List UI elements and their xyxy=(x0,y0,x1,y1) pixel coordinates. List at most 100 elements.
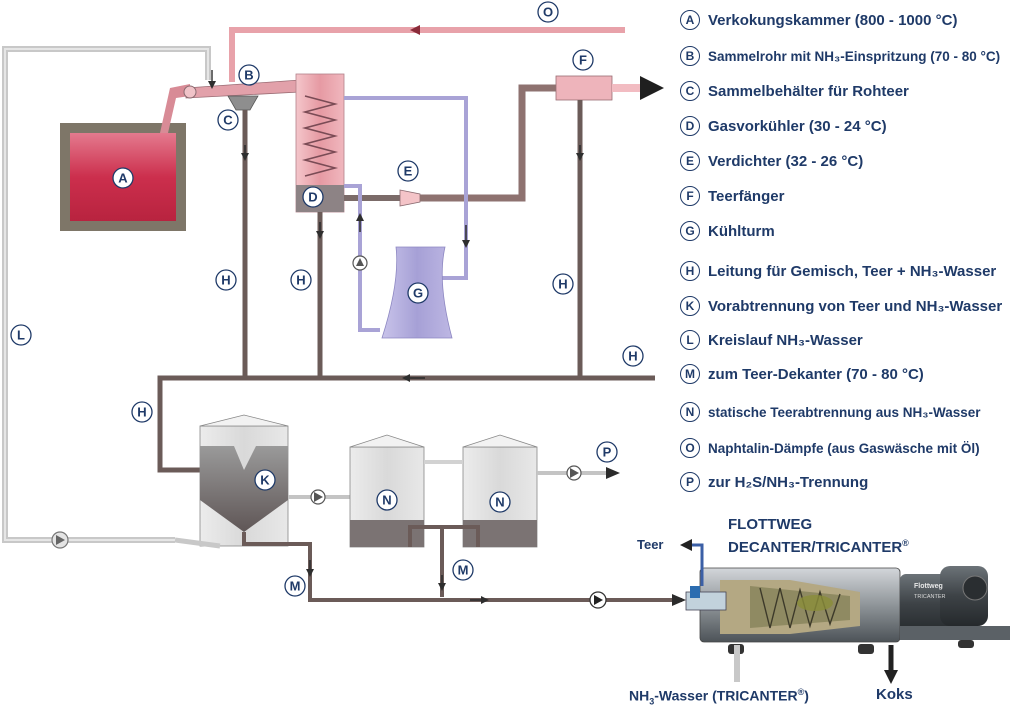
legend-badge: G xyxy=(680,221,700,241)
legend-badge: E xyxy=(680,151,700,171)
decanter-title: FLOTTWEG DECANTER/TRICANTER® xyxy=(728,516,909,557)
legend-text: Teerfänger xyxy=(708,187,785,205)
diagram-label-m2: M xyxy=(452,559,474,581)
legend-text: Sammelbehälter für Rohteer xyxy=(708,82,909,100)
svg-text:H: H xyxy=(137,405,146,420)
diagram-label-b: B xyxy=(238,64,260,86)
legend-item-l: L Kreislauf NH₃-Wasser xyxy=(680,327,863,353)
cooling-water-circuit xyxy=(344,96,470,332)
diagram-label-k: K xyxy=(254,469,276,491)
legend-badge: L xyxy=(680,330,700,350)
diagram-label-n1: N xyxy=(376,489,398,511)
legend-badge: H xyxy=(680,261,700,281)
svg-text:N: N xyxy=(382,493,391,508)
legend-text: Leitung für Gemisch, Teer + NH₃-Wasser xyxy=(708,262,997,280)
koks-label: Koks xyxy=(876,686,913,703)
svg-text:M: M xyxy=(290,579,301,594)
svg-text:H: H xyxy=(221,273,230,288)
legend-badge: C xyxy=(680,81,700,101)
legend-item-e: E Verdichter (32 - 26 °C) xyxy=(680,148,863,174)
legend-badge: B xyxy=(680,46,700,66)
legend-item-f: F Teerfänger xyxy=(680,183,784,209)
diagram-label-m1: M xyxy=(284,575,306,597)
decanter-model-text: TRICANTER xyxy=(914,594,946,600)
diagram-label-g: G xyxy=(407,282,429,304)
legend-item-h: H Leitung für Gemisch, Teer + NH₃-Wasser xyxy=(680,258,996,284)
legend-text: zur H₂S/NH₃-Trennung xyxy=(708,473,869,491)
diagram-label-h3: H xyxy=(552,273,574,295)
legend-item-b: B Sammelrohr mit NH₃-Einspritzung (70 - 8… xyxy=(680,43,1000,69)
collecting-main-b xyxy=(183,70,301,99)
svg-text:B: B xyxy=(244,68,253,83)
legend-badge: P xyxy=(680,472,700,492)
diagram-label-e: E xyxy=(397,160,419,182)
legend-badge: N xyxy=(680,402,700,422)
tar-vessel-c xyxy=(227,95,259,111)
legend-text: Gasvorkühler (30 - 24 °C) xyxy=(708,117,887,135)
pipe-n-p xyxy=(537,465,620,481)
legend-text: zum Teer-Dekanter (70 - 80 °C) xyxy=(708,365,924,383)
legend-item-a: A Verkokungskammer (800 - 1000 °C) xyxy=(680,7,957,33)
static-separator-n2 xyxy=(462,434,538,548)
diagram-label-c: C xyxy=(217,109,239,131)
legend-text: Kühlturm xyxy=(708,222,775,240)
diagram-label-p: P xyxy=(596,441,618,463)
tar-catcher-f xyxy=(555,75,664,101)
svg-text:C: C xyxy=(223,113,233,128)
m-pipe xyxy=(306,560,686,609)
diagram-label-o: O xyxy=(537,1,559,23)
legend-text: Kreislauf NH₃-Wasser xyxy=(708,331,863,349)
svg-text:H: H xyxy=(558,277,567,292)
l-circuit-pipe xyxy=(2,46,211,543)
svg-text:G: G xyxy=(413,286,423,301)
legend-badge: O xyxy=(680,438,700,458)
svg-text:O: O xyxy=(543,5,553,20)
svg-text:K: K xyxy=(260,473,270,488)
legend-badge: K xyxy=(680,296,700,316)
diagram-label-d: D xyxy=(302,186,324,208)
svg-text:H: H xyxy=(628,349,637,364)
pre-separation-tank-k xyxy=(174,414,312,568)
decanter-brand-text: Flottweg xyxy=(914,583,943,590)
svg-text:N: N xyxy=(495,495,504,510)
legend-item-c: C Sammelbehälter für Rohteer xyxy=(680,78,909,104)
legend-text: Verdichter (32 - 26 °C) xyxy=(708,152,864,170)
legend-text: statische Teerabtrennung aus NH₃-Wasser xyxy=(708,404,981,420)
legend-item-g: G Kühlturm xyxy=(680,218,775,244)
diagram-label-h2: H xyxy=(290,269,312,291)
diagram-label-h4: H xyxy=(622,345,644,367)
diagram-label-f: F xyxy=(572,49,594,71)
legend-badge: A xyxy=(680,10,700,30)
svg-text:F: F xyxy=(579,53,587,68)
legend-badge: F xyxy=(680,186,700,206)
legend-text: Verkokungskammer (800 - 1000 °C) xyxy=(708,11,958,29)
decanter-title-line1: FLOTTWEG xyxy=(728,516,813,533)
diagram-label-h1: H xyxy=(215,269,237,291)
decanter-title-line2: DECANTER/TRICANTER® xyxy=(728,538,909,556)
diagram-label-a: A xyxy=(112,167,134,189)
svg-text:D: D xyxy=(308,190,317,205)
svg-text:L: L xyxy=(17,328,25,343)
svg-text:H: H xyxy=(296,273,305,288)
svg-text:E: E xyxy=(404,164,413,179)
legend-text: Sammelrohr mit NH₃-Einspritzung (70 - 80… xyxy=(708,48,1001,64)
svg-text:M: M xyxy=(458,563,469,578)
legend-badge: M xyxy=(680,364,700,384)
pump-l-icon xyxy=(51,531,69,549)
h-pipe-arrows xyxy=(241,145,584,382)
decanter-outlets xyxy=(680,539,898,684)
pipe-k-n xyxy=(288,489,350,505)
teer-label: Teer xyxy=(637,537,664,552)
gas-pipe-d-e xyxy=(344,189,421,207)
gas-pipe-e-f xyxy=(420,84,560,202)
flottweg-decanter xyxy=(685,566,1010,654)
o-naphtalin-pipe xyxy=(229,25,625,82)
diagram-label-l: L xyxy=(10,324,32,346)
